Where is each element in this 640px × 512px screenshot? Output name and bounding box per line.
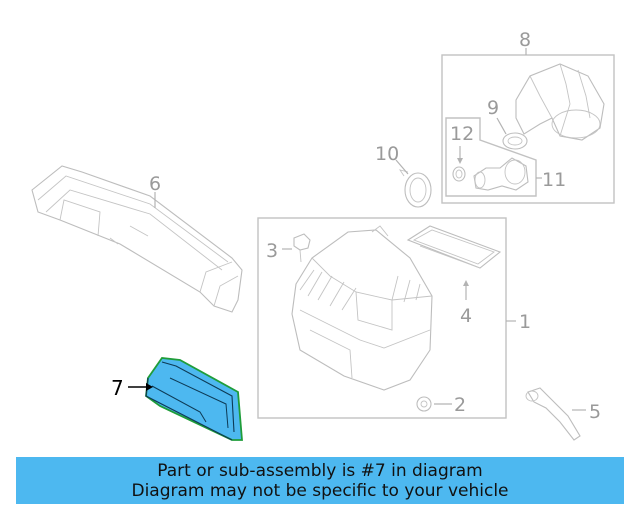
callout-10: 10	[375, 143, 399, 165]
leader-9	[496, 117, 507, 135]
callout-11: 11	[542, 169, 566, 191]
part-10-clamp	[398, 169, 432, 208]
callout-6: 6	[149, 173, 161, 195]
callout-9: 9	[487, 97, 499, 119]
part-5-hose	[525, 387, 581, 441]
part-2-grommet	[416, 396, 432, 412]
leader-7-arrow	[146, 383, 153, 391]
part-12-o-ring	[452, 166, 466, 182]
callout-4: 4	[460, 305, 472, 327]
part-8-intake-hose	[515, 63, 605, 141]
banner-line-part: Part or sub-assembly is #7 in diagram	[157, 460, 483, 481]
part-4-filter-element	[406, 225, 502, 269]
leader-12-arrow	[457, 158, 463, 164]
part-7-air-duct[interactable]	[145, 357, 243, 441]
part-9-clamp	[502, 132, 528, 150]
callout-5: 5	[589, 401, 601, 423]
assembly-8-box	[441, 54, 615, 204]
part-3-bolt	[293, 233, 311, 263]
part-11-connector	[473, 157, 529, 191]
callout-1: 1	[519, 311, 531, 333]
callout-12: 12	[450, 123, 474, 145]
callout-2: 2	[454, 394, 466, 416]
assembly-1-box	[257, 217, 507, 419]
callout-3: 3	[266, 240, 278, 262]
diagram-notice-banner: Part or sub-assembly is #7 in diagram Di…	[16, 457, 624, 504]
leader-10	[395, 159, 409, 175]
part-1-air-cleaner-housing	[291, 225, 433, 391]
callout-8: 8	[519, 29, 531, 51]
leader-4-arrow	[463, 280, 469, 286]
callout-7: 7	[111, 376, 124, 400]
sub-assembly-11-box	[445, 117, 537, 197]
banner-line-disclaimer: Diagram may not be specific to your vehi…	[131, 480, 509, 501]
part-6-intake-duct	[31, 165, 243, 313]
